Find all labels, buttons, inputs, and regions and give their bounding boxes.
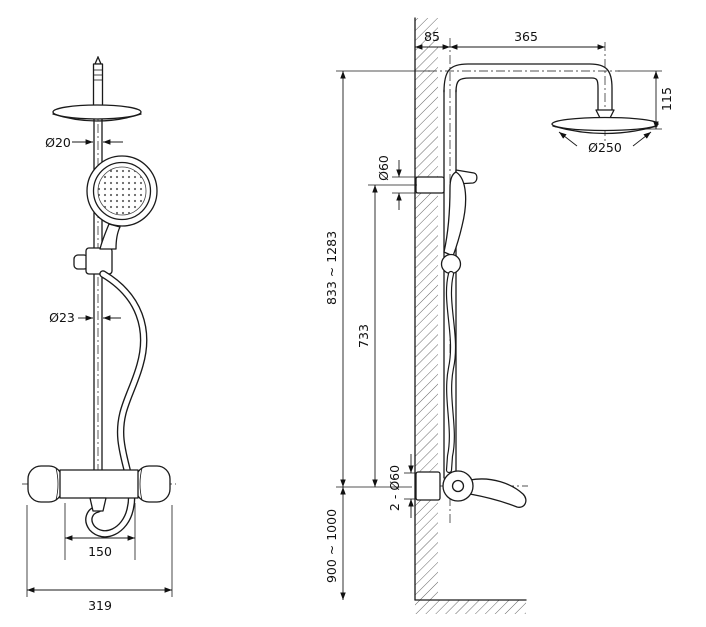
dim-bar-span: 733: [356, 324, 371, 348]
dim-head-diameter: Ø250: [588, 140, 622, 155]
dim-bracket-diameter: Ø60: [376, 155, 391, 181]
front-dimensions: Ø20 Ø23 150 319: [26, 135, 173, 613]
rain-head: [551, 116, 659, 132]
wall-section: [414, 17, 527, 614]
dim-column-height-range: 833 ~ 1283: [324, 231, 339, 305]
dim-top-pipe-diameter: Ø20: [45, 135, 71, 150]
front-hand-shower: [86, 155, 158, 250]
front-view: Ø20 Ø23 150 319: [22, 56, 176, 613]
side-hand-shower: [440, 169, 478, 275]
dim-head-drop: 115: [659, 87, 674, 111]
dim-overall-width: 319: [88, 598, 112, 613]
finial-tip: [94, 56, 102, 65]
hand-shower-body: [443, 171, 467, 257]
front-mixer-valve: [22, 465, 176, 512]
side-overhead-shower: [551, 109, 659, 135]
valve-lever: [469, 478, 527, 508]
dim-valve-connections: 2 - Ø60: [387, 465, 402, 511]
hand-shower-ball-joint: [440, 253, 462, 275]
dim-arm-reach: 365: [514, 29, 538, 44]
side-view: 85 365 115 Ø250 Ø60 833 ~ 1283: [324, 17, 674, 614]
front-hand-shower-bracket: [73, 247, 113, 275]
hose-outlet: [89, 497, 107, 512]
side-shower-hose: [445, 270, 457, 474]
side-riser-pipe: [443, 89, 457, 479]
floor-hatch: [415, 600, 526, 614]
dim-install-height-range: 900 ~ 1000: [324, 509, 339, 583]
spray-face: [97, 166, 147, 216]
front-shower-hose: [85, 270, 148, 538]
dim-column-diameter: Ø23: [49, 310, 75, 325]
valve-body: [59, 469, 139, 499]
valve-wall-mount: [415, 471, 441, 501]
front-overhead-shower: [52, 56, 142, 122]
dim-outlet-spacing: 150: [88, 544, 112, 559]
hand-shower-handle: [99, 223, 121, 250]
side-wall-bracket: [415, 176, 445, 194]
head-connector: [595, 109, 615, 119]
side-shower-arm: [443, 63, 613, 111]
top-shower-disc: [52, 104, 142, 120]
side-mixer-valve: [415, 470, 528, 508]
dim-wall-offset: 85: [424, 29, 440, 44]
wall-hatch: [415, 18, 438, 600]
side-dimensions: 85 365 115 Ø250 Ø60 833 ~ 1283: [324, 29, 674, 601]
